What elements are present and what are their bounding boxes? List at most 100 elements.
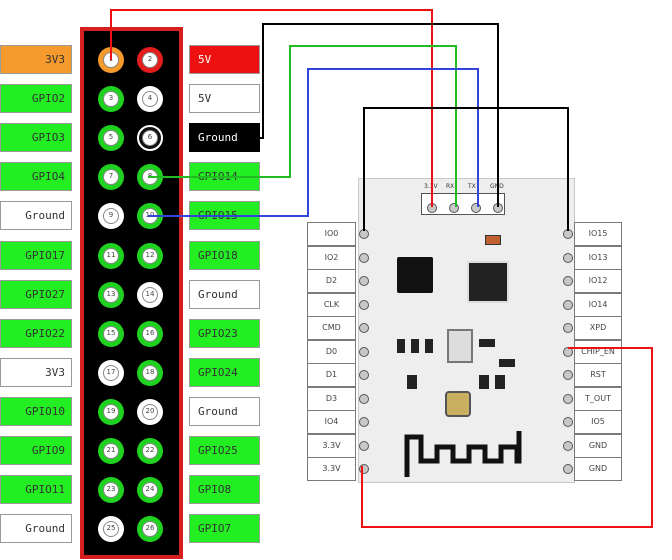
gpio-pin-even: 6 [137,125,163,152]
module-pin [563,276,573,286]
gpio-pin-odd: 15 [98,320,124,347]
esp-chip [467,261,509,303]
pi-right-label: GPIO8 [189,475,260,505]
gpio-pin-odd: 11 [98,242,124,269]
gpio-pin-odd: 25 [98,516,124,543]
module-left-label: D3 [307,386,356,411]
gpio-pin-even: 4 [137,86,163,113]
pi-right-label: GPIO23 [189,318,260,348]
module-right-label: IO12 [574,269,622,293]
gpio-pin-odd: 3 [98,86,124,113]
gpio-pin-even: 16 [137,320,163,347]
module-left-label: 3.3V [307,433,356,458]
module-top-label: RX [446,183,455,190]
module-pin [359,346,369,357]
pin-number: 7 [103,169,119,186]
module-pin [359,323,369,333]
pi-left-label: Ground [0,201,72,231]
pi-right-label: 5V [189,45,260,74]
pi-left-label: GPIO2 [0,84,72,114]
pin-number: 10 [142,208,158,225]
pin-number: 14 [142,286,158,303]
module-left-label: IO0 [307,222,356,246]
module-pin [563,229,573,239]
module-top-pin [449,203,459,213]
module-pin [359,464,369,474]
module-left-label: IO4 [307,410,356,434]
module-pin [563,464,573,474]
pin-number: 6 [142,130,158,147]
module-pin [359,393,369,404]
gpio-pin-even: 26 [137,516,163,543]
component [499,359,515,367]
pi-left-label: GPIO22 [0,318,72,348]
pi-right-label: GPIO18 [189,240,260,270]
component [479,339,495,347]
gpio-pin-odd: 21 [98,438,124,464]
component [479,375,489,389]
module-right-label: CHIP_EN [574,339,622,364]
module-left-label: CLK [307,292,356,317]
module-top-label: GND [490,183,504,190]
module-right-label: GND [574,457,622,481]
module-top-label: TX [468,183,476,190]
esp-module-board [358,178,575,483]
module-pin [563,346,573,357]
component [407,375,417,389]
module-left-label: CMD [307,316,356,340]
pi-right-label: Ground [189,396,260,426]
module-pin [563,393,573,404]
module-pin [563,299,573,310]
module-left-label: D1 [307,363,356,387]
pin-number: 15 [103,325,119,342]
pi-left-label: GPIO4 [0,162,72,192]
pi-right-label: GPIO7 [189,514,260,544]
module-top-pin [427,203,437,213]
pi-right-label: GPIO14 [189,162,260,192]
module-top-label: 3.3V [424,183,438,190]
module-pin [359,417,369,427]
pi-right-label: 5V [189,84,260,114]
module-pin [563,252,573,263]
module-right-label: XPD [574,316,622,340]
gpio-pin-even: 18 [137,359,163,386]
gpio-pin-even: 2 [137,47,163,73]
pin-number: 2 [142,52,158,68]
pin-number: 1 [103,52,119,68]
module-pin [359,276,369,286]
module-pin [359,229,369,239]
pi-left-label: GPIO11 [0,475,72,505]
gpio-pin-odd: 17 [98,359,124,386]
module-pin [563,440,573,451]
pi-right-label: Ground [189,279,260,309]
pi-left-label: GPIO9 [0,436,72,465]
pin-number: 26 [142,521,158,538]
module-right-label: IO15 [574,222,622,246]
component [397,339,405,353]
module-right-label: RST [574,363,622,387]
gpio-pin-even: 22 [137,438,163,464]
pi-left-label: GPIO3 [0,123,72,153]
pi-left-label: 3V3 [0,357,72,387]
pin-number: 9 [103,208,119,225]
pi-right-label: GPIO25 [189,436,260,465]
gpio-pin-odd: 13 [98,281,124,308]
module-left-label: D0 [307,339,356,364]
pi-right-label: Ground [189,123,260,153]
pin-number: 13 [103,286,119,303]
gpio-pin-even: 20 [137,398,163,425]
pin-number: 12 [142,247,158,264]
module-top-pin [471,203,481,213]
module-pin [359,252,369,263]
pin-number: 17 [103,364,119,381]
pi-left-label: 3V3 [0,45,72,74]
gpio-pin-odd: 9 [98,203,124,230]
module-right-label: T_OUT [574,386,622,411]
module-right-label: IO13 [574,245,622,270]
component [485,235,501,245]
pi-left-label: GPIO27 [0,279,72,309]
gpio-header [80,27,183,559]
antenna-connector [445,391,471,417]
module-pin [563,417,573,427]
gpio-pin-odd: 1 [98,47,124,73]
